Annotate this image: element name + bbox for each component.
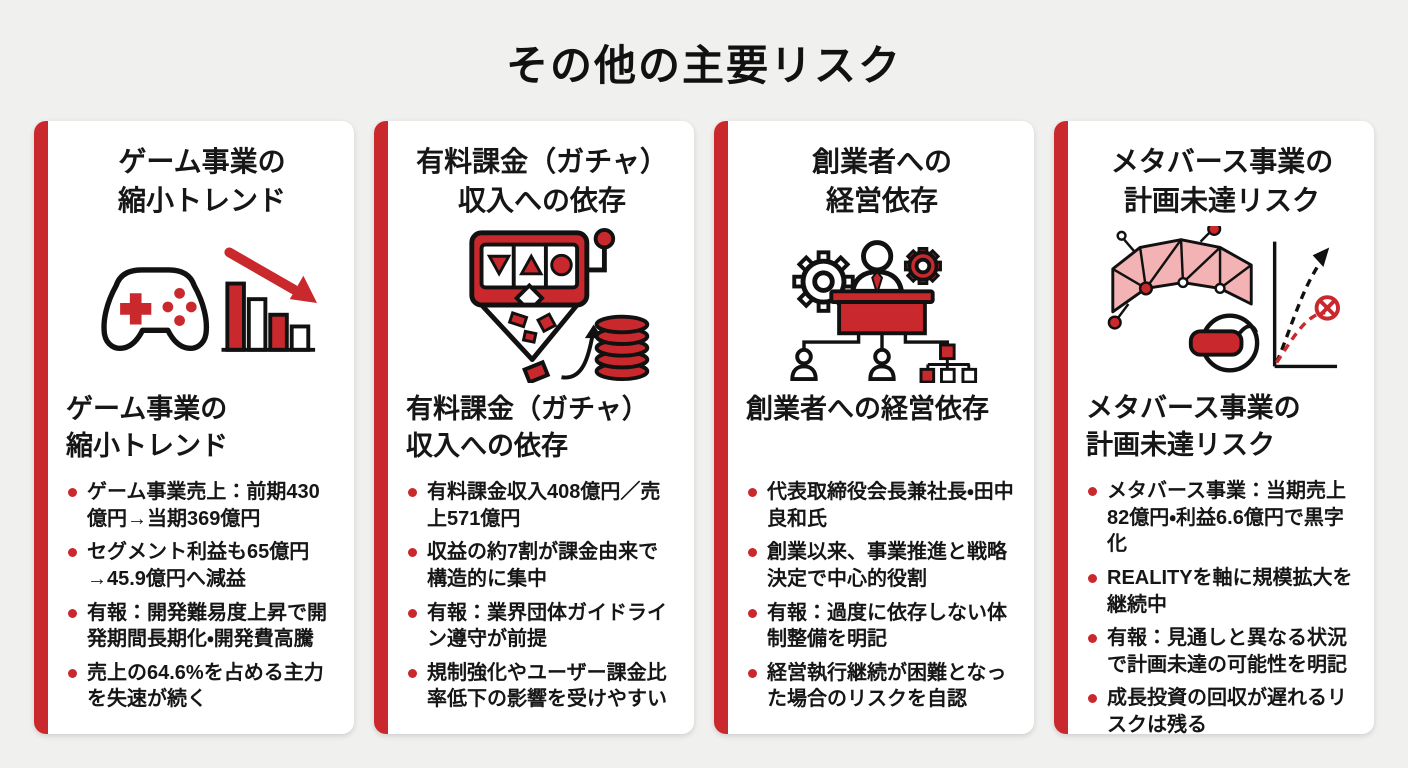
card-subtitle: メタバース事業の 計画未達リスク bbox=[1086, 393, 1301, 460]
card-subtitle: 創業者への経営依存 bbox=[746, 394, 989, 425]
org-chart bbox=[790, 333, 978, 383]
funnel bbox=[479, 302, 580, 383]
bullet-item: ゲーム事業売上：前期430億円→当期369億円 bbox=[66, 479, 338, 532]
card-bullet-list: メタバース事業：当期売上82億円・利益6.6億円で黒字化 REALITYを軸に規… bbox=[1086, 478, 1358, 734]
bullet-item: 代表取締役会長兼社長・田中良和氏 bbox=[746, 479, 1018, 532]
page-title: その他の主要リスク bbox=[505, 42, 902, 89]
card-subtitle: ゲーム事業の 縮小トレンド bbox=[66, 394, 228, 461]
bullet-item: REALITYを軸に規模拡大を継続中 bbox=[1086, 565, 1358, 618]
risk-card-metaverse-plan: メタバース事業の 計画未達リスク bbox=[1054, 121, 1374, 734]
card-title: 創業者への 経営依存 bbox=[811, 146, 952, 216]
card-body: 有料課金（ガチャ） 収入への依存 bbox=[388, 121, 694, 734]
card-title: メタバース事業の 計画未達リスク bbox=[1110, 146, 1334, 216]
card-body: メタバース事業の 計画未達リスク bbox=[1068, 121, 1374, 734]
card-title: ゲーム事業の 縮小トレンド bbox=[117, 146, 286, 216]
bullet-item: 有報：見通しと異なる状況で計画未達の可能性を明記 bbox=[1086, 625, 1358, 678]
card-accent-bar bbox=[714, 121, 728, 734]
founder-at-desk bbox=[829, 239, 935, 335]
card-bullet-list: ゲーム事業売上：前期430億円→当期369億円 セグメント利益も65億円→45.… bbox=[66, 479, 338, 720]
bullet-item: セグメント利益も65億円→45.9億円へ減益 bbox=[66, 539, 338, 592]
gamepad-declining-chart-icon bbox=[66, 226, 338, 383]
card-body: ゲーム事業の 縮小トレンド bbox=[48, 121, 354, 734]
risk-cards-row: ゲーム事業の 縮小トレンド bbox=[0, 121, 1408, 734]
coin-stack bbox=[561, 314, 650, 381]
card-accent-bar bbox=[374, 121, 388, 734]
declining-bars bbox=[221, 281, 316, 352]
down-arrow bbox=[224, 247, 318, 303]
bullet-item: 有報：過度に依存しない体制整備を明記 bbox=[746, 600, 1018, 653]
gamepad-declining-chart-icon bbox=[101, 247, 318, 352]
risk-card-founder-dependence: 創業者への 経営依存 bbox=[714, 121, 1034, 734]
vr-metaverse-plan-chart-icon bbox=[1086, 226, 1358, 382]
founder-management-org-icon bbox=[790, 239, 978, 383]
bullet-item: 有報：開発難易度上昇で開発期間長期化・開発費高騰 bbox=[66, 600, 338, 653]
card-accent-bar bbox=[34, 121, 48, 734]
card-bullet-list: 代表取締役会長兼社長・田中良和氏 創業以来、事業推進と戦略決定で中心的役割 有報… bbox=[746, 479, 1018, 720]
card-bullet-list: 有料課金収入408億円／売上571億円 収益の約7割が課金由来で構造的に集中 有… bbox=[406, 479, 678, 720]
polygon-mesh bbox=[1107, 226, 1253, 330]
bullet-item: 創業以来、事業推進と戦略決定で中心的役割 bbox=[746, 539, 1018, 592]
card-subtitle: 有料課金（ガチャ） 収入への依存 bbox=[406, 394, 649, 461]
vr-headset-person bbox=[1188, 313, 1260, 373]
card-body: 創業者への 経営依存 bbox=[728, 121, 1034, 734]
slot-machine bbox=[469, 227, 616, 314]
card-accent-bar bbox=[1054, 121, 1068, 734]
vr-metaverse-plan-chart-icon bbox=[1107, 226, 1340, 373]
gear-red-icon bbox=[903, 246, 942, 285]
bullet-item: 売上の64.6%を占める主力を失速が続く bbox=[66, 660, 338, 713]
bullet-item: 規制強化やユーザー課金比率低下の影響を受けやすい bbox=[406, 660, 678, 713]
plan-vs-actual-chart bbox=[1272, 241, 1340, 369]
gacha-machine-funnel-coins-icon bbox=[469, 227, 650, 383]
bullet-item: 有料課金収入408億円／売上571億円 bbox=[406, 479, 678, 532]
bullet-item: 収益の約7割が課金由来で構造的に集中 bbox=[406, 539, 678, 592]
gacha-machine-funnel-coins-icon bbox=[406, 226, 678, 383]
risk-card-gacha-dependence: 有料課金（ガチャ） 収入への依存 bbox=[374, 121, 694, 734]
bullet-item: 成長投資の回収が遅れるリスクは残る bbox=[1086, 685, 1358, 734]
gamepad bbox=[101, 266, 210, 351]
founder-management-org-icon bbox=[746, 226, 1018, 383]
bullet-item: メタバース事業：当期売上82億円・利益6.6億円で黒字化 bbox=[1086, 478, 1358, 558]
risk-card-game-shrink: ゲーム事業の 縮小トレンド bbox=[34, 121, 354, 734]
bullet-item: 経営執行継続が困難となった場合のリスクを自認 bbox=[746, 660, 1018, 713]
card-title: 有料課金（ガチャ） 収入への依存 bbox=[416, 146, 668, 216]
bullet-item: 有報：業界団体ガイドライン遵守が前提 bbox=[406, 600, 678, 653]
